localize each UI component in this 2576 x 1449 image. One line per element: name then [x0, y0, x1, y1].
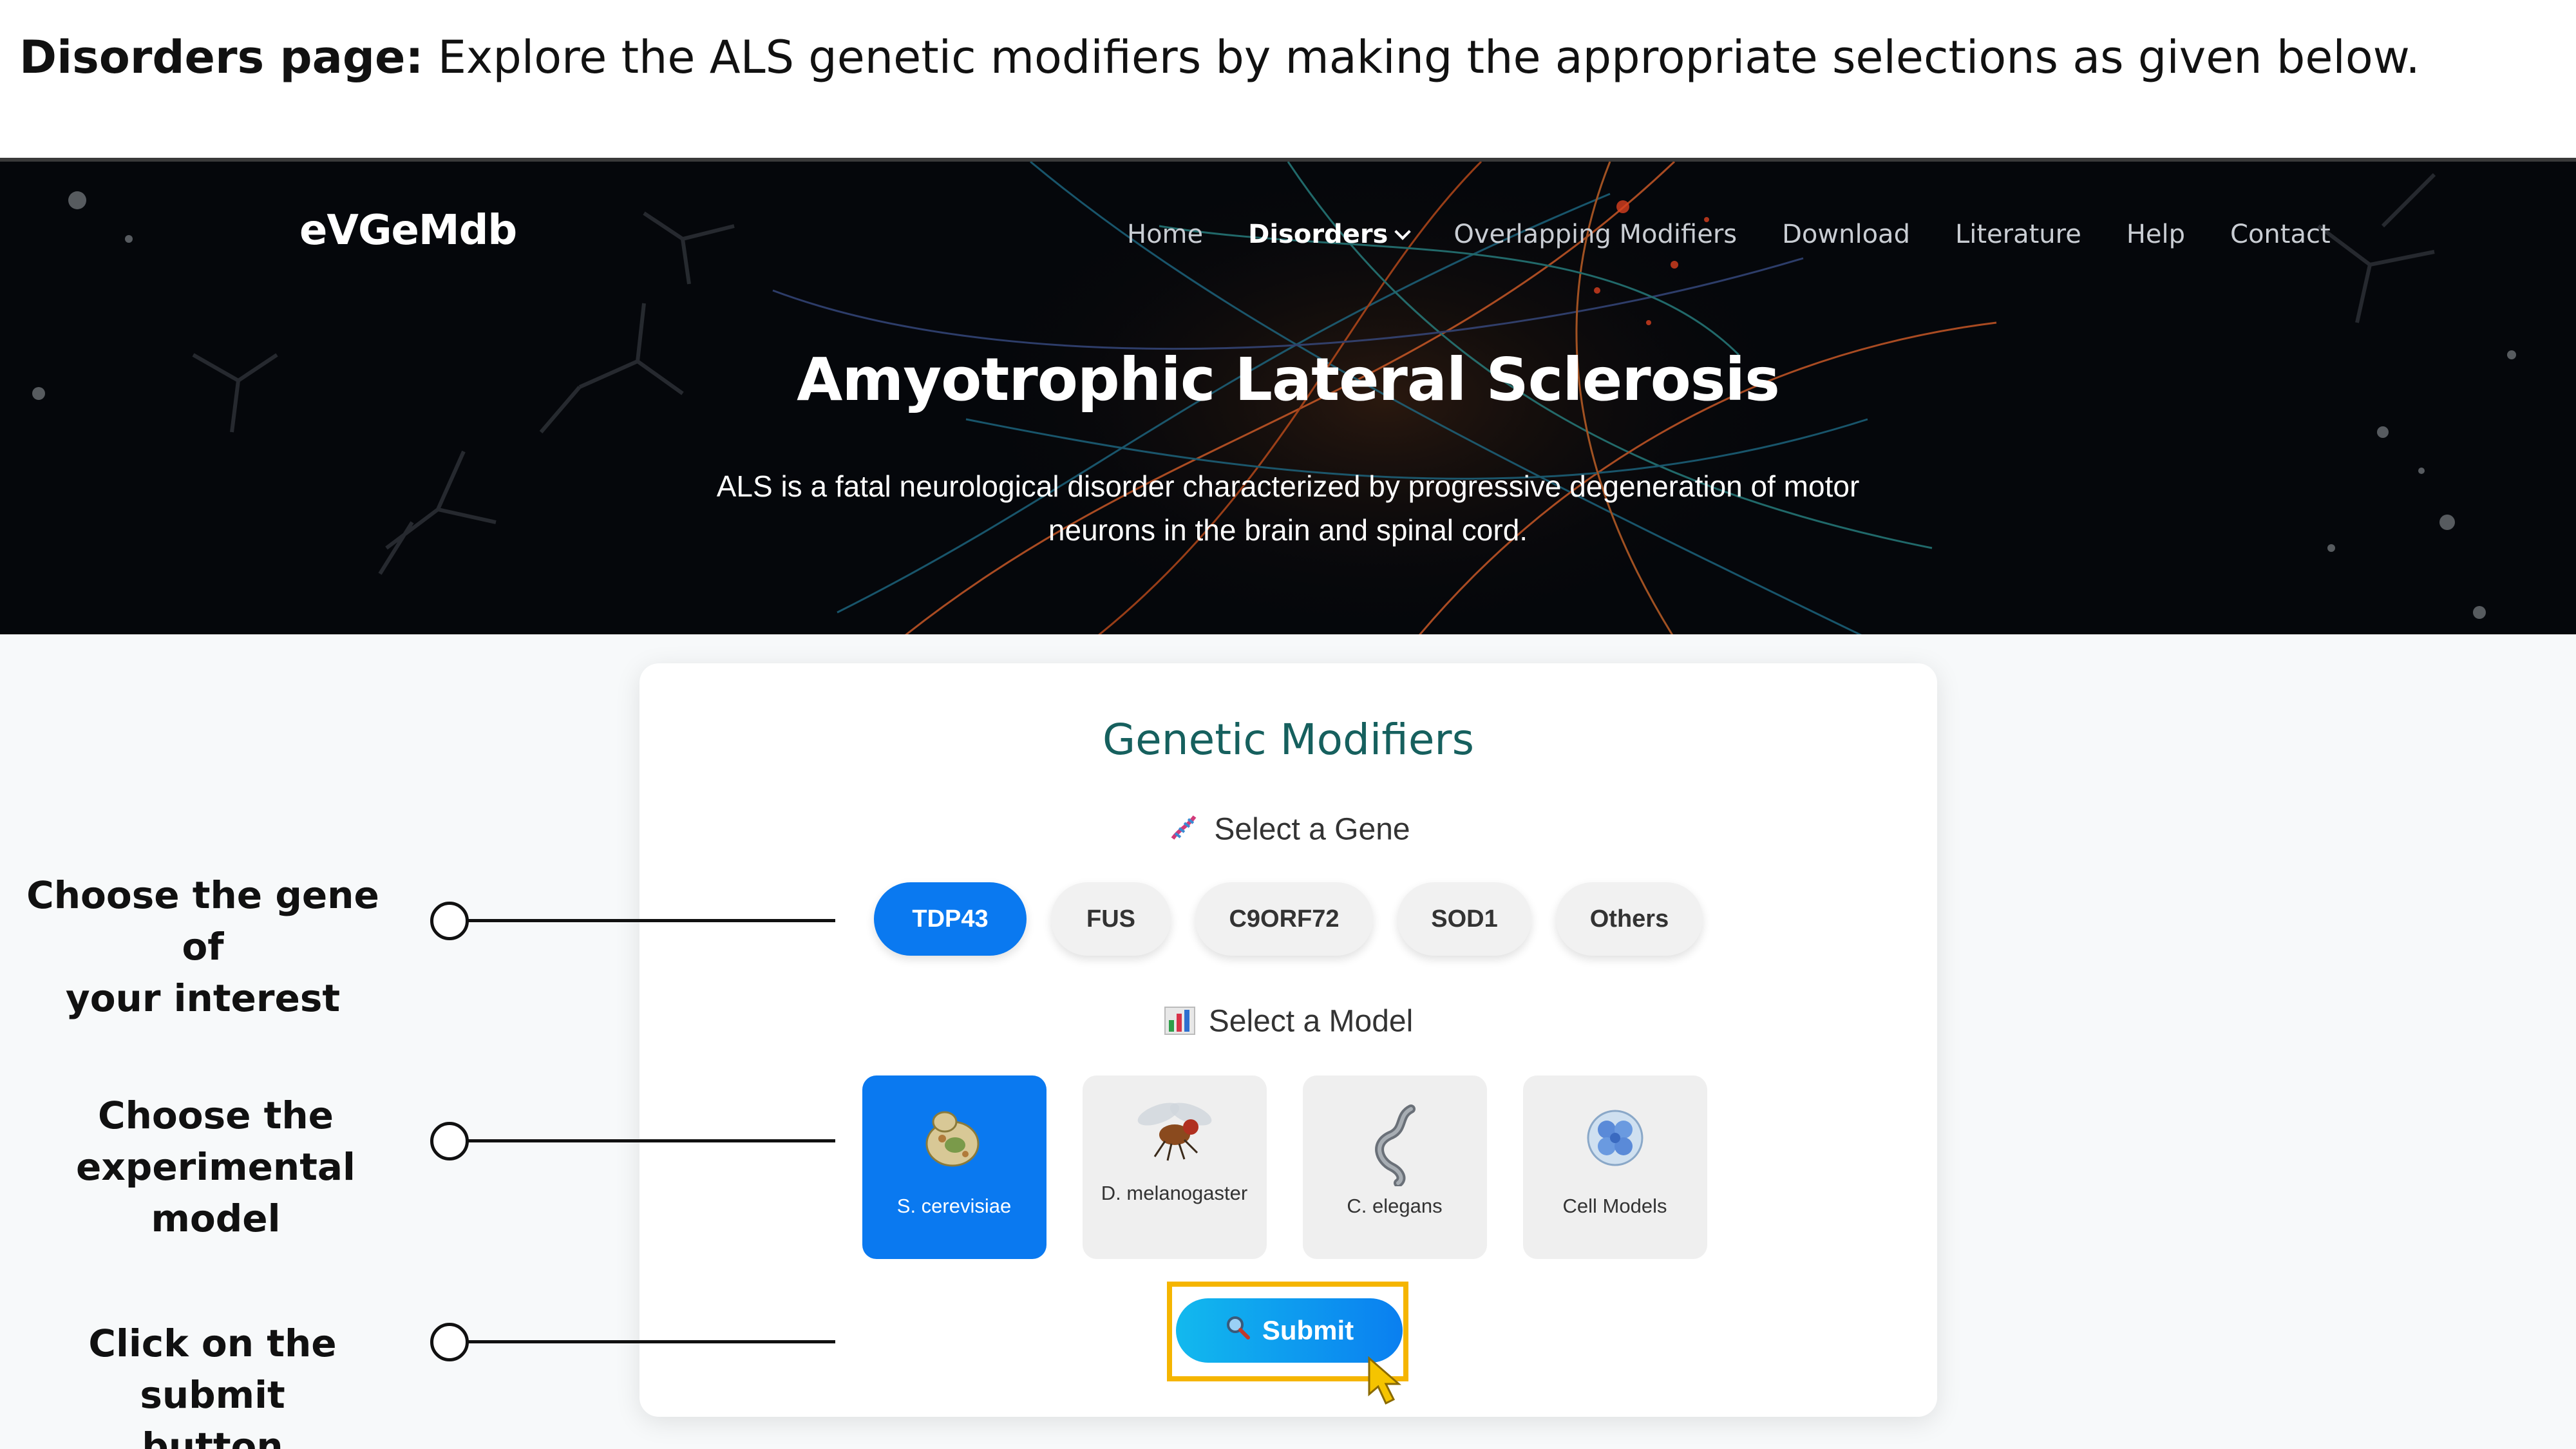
instruction-bold: Disorders page:	[19, 31, 424, 84]
model-card-s-cerevisiae[interactable]: S. cerevisiae	[862, 1075, 1046, 1259]
annotation-gene-marker	[430, 902, 469, 940]
nav-help[interactable]: Help	[2126, 220, 2186, 249]
submit-button[interactable]: Submit	[1176, 1298, 1403, 1363]
submit-highlight-frame	[1167, 1282, 1408, 1381]
gene-button-c9orf72[interactable]: C9ORF72	[1195, 882, 1373, 956]
model-selector: S. cerevisiae D. melanogaster	[639, 1075, 1937, 1259]
model-card-d-melanogaster[interactable]: D. melanogaster	[1082, 1075, 1267, 1259]
fly-icon	[1083, 1095, 1267, 1172]
nav-disorders[interactable]: Disorders	[1248, 220, 1412, 249]
bar-chart-icon	[1164, 1003, 1196, 1043]
model-label-d-melanogaster: D. melanogaster	[1101, 1182, 1248, 1204]
model-card-cell-models[interactable]: Cell Models	[1522, 1075, 1707, 1259]
neuron-background	[32, 162, 2516, 634]
nav-literature[interactable]: Literature	[1955, 220, 2081, 249]
instruction-text: Disorders page: Explore the ALS genetic …	[19, 31, 2531, 84]
instruction-body: Explore the ALS genetic modifiers by mak…	[423, 31, 2420, 84]
select-model-text: Select a Model	[1208, 1004, 1414, 1039]
annotation-gene-line-2: your interest	[65, 976, 341, 1020]
card-title: Genetic Modifiers	[1103, 715, 1474, 764]
nav-overlapping-modifiers[interactable]: Overlapping Modifiers	[1454, 220, 1738, 249]
chevron-down-icon	[1394, 223, 1412, 240]
description-line-1: ALS is a fatal neurological disorder cha…	[716, 469, 1860, 503]
description-line-2: neurons in the brain and spinal cord.	[1048, 513, 1528, 547]
select-gene-label: Select a Gene	[639, 810, 1937, 853]
main-nav: Home Disorders Overlapping Modifiers Dow…	[1127, 220, 2376, 249]
nav-contact[interactable]: Contact	[2230, 220, 2331, 249]
gene-selector: TDP43 FUS C9ORF72 SOD1 Others	[639, 882, 1937, 956]
annotation-gene: Choose the gene of your interest	[13, 869, 393, 1024]
annotation-gene-connector	[448, 919, 835, 922]
nav-disorders-label: Disorders	[1248, 220, 1388, 249]
annotation-submit-marker	[430, 1323, 469, 1361]
model-card-c-elegans[interactable]: C. elegans	[1302, 1075, 1487, 1259]
annotation-model-line-2: experimental model	[76, 1145, 355, 1240]
model-label-cell-models: Cell Models	[1562, 1195, 1667, 1217]
annotation-gene-line-1: Choose the gene of	[26, 873, 379, 969]
gene-button-tdp43[interactable]: TDP43	[874, 882, 1027, 956]
hero-banner: eVGeMdb Home Disorders Overlapping Modif…	[0, 158, 2576, 634]
gene-button-sod1[interactable]: SOD1	[1397, 882, 1531, 956]
annotation-model-marker	[430, 1122, 469, 1160]
annotation-model-connector	[448, 1139, 835, 1142]
annotation-submit-connector	[448, 1340, 835, 1343]
select-gene-text: Select a Gene	[1214, 812, 1410, 847]
nav-home[interactable]: Home	[1127, 220, 1204, 249]
select-model-label: Select a Model	[639, 1003, 1937, 1043]
yeast-icon	[862, 1103, 1046, 1180]
annotation-submit-line-2: button	[142, 1425, 283, 1449]
genetic-modifiers-card: Genetic Modifiers Select a Gene TDP43 FU…	[639, 663, 1937, 1417]
site-logo[interactable]: eVGeMdb	[299, 207, 517, 254]
page-description: ALS is a fatal neurological disorder cha…	[708, 464, 1868, 552]
dna-icon	[1166, 810, 1201, 853]
model-label-c-elegans: C. elegans	[1347, 1195, 1443, 1217]
cells-icon	[1523, 1103, 1707, 1180]
nav-download[interactable]: Download	[1782, 220, 1910, 249]
page-title: Amyotrophic Lateral Sclerosis	[797, 345, 1780, 414]
cursor-pointer-icon	[1365, 1356, 1410, 1410]
search-icon	[1225, 1314, 1251, 1347]
worm-icon	[1303, 1103, 1487, 1186]
model-label-s-cerevisiae: S. cerevisiae	[896, 1195, 1012, 1217]
gene-button-others[interactable]: Others	[1556, 882, 1703, 956]
annotation-model-line-1: Choose the	[98, 1094, 334, 1137]
annotation-model: Choose the experimental model	[26, 1090, 406, 1244]
annotation-submit-line-1: Click on the submit	[88, 1321, 337, 1417]
gene-button-fus[interactable]: FUS	[1051, 882, 1171, 956]
submit-label: Submit	[1262, 1315, 1354, 1345]
annotation-submit: Click on the submit button	[23, 1318, 402, 1449]
